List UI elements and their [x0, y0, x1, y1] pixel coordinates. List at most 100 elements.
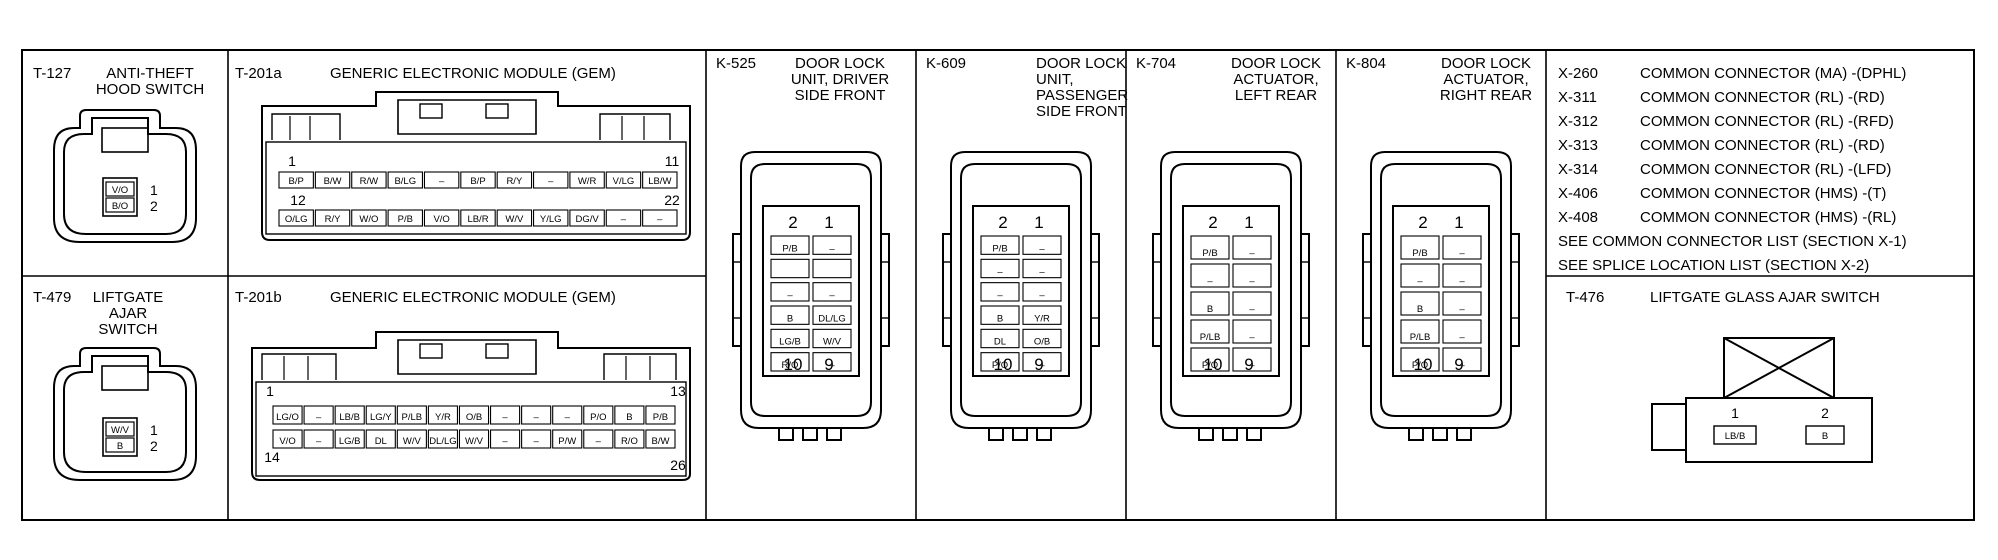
- pin-cell: [489, 405, 521, 425]
- pin-cell: [552, 429, 583, 449]
- panel-k609: K-609 DOOR LOCK UNIT, PASSENGER SIDE FRO…: [926, 55, 1128, 441]
- common-connector-list: X-260 COMMON CONNECTOR (MA) -(DPHL) X-31…: [1558, 65, 1907, 274]
- pin-number: 1: [1034, 213, 1043, 232]
- pin-wire-color: P/B: [398, 214, 413, 225]
- panel-t127: T-127 ANTI-THEFT HOOD SWITCH V/O B/O 1 2: [33, 65, 204, 243]
- pin-wire-color: –: [316, 412, 322, 423]
- pin-cell: [278, 171, 314, 189]
- pin-number: 1: [1244, 213, 1253, 232]
- pin-cell: [1400, 263, 1440, 288]
- list-item-code: X-314: [1558, 161, 1598, 178]
- pin-wire-color: P/B: [992, 243, 1007, 254]
- pin-cell: [642, 171, 678, 189]
- pin-cell: [552, 405, 583, 425]
- pin-wire-color: –: [1459, 332, 1465, 343]
- pin-number: 10: [784, 355, 803, 374]
- pin-wire-color: Y/R: [435, 412, 451, 423]
- pin-cell: [387, 171, 424, 189]
- pin-wire-color: –: [1417, 276, 1423, 287]
- pin-wire-color: V/LG: [613, 176, 635, 187]
- pin-wire-color: B: [1822, 431, 1828, 442]
- pin-wire-color: DL: [994, 337, 1006, 348]
- pin-wire-color: –: [1249, 248, 1255, 259]
- connector-title-line: SWITCH: [98, 321, 157, 338]
- pin-cell: [1442, 291, 1482, 316]
- panel-t201b: T-201b GENERIC ELECTRONIC MODULE (GEM) 1…: [235, 289, 691, 481]
- pin-cell: [812, 352, 852, 372]
- pin-wire-color: W/V: [823, 337, 842, 348]
- pin-number: 2: [1418, 213, 1427, 232]
- switch-connector-shape: [1651, 337, 1873, 463]
- pin-wire-color: R/O: [621, 436, 638, 447]
- pin-number: 2: [150, 198, 158, 214]
- connector-title-line: PASSENGER: [1036, 87, 1128, 104]
- connector-title: GENERIC ELECTRONIC MODULE (GEM): [330, 65, 616, 82]
- pin-wire-color: –: [997, 267, 1003, 278]
- pin-cell: [645, 429, 676, 449]
- pin-wire-color: LB/W: [648, 176, 671, 187]
- pin-cell: [614, 429, 645, 449]
- pin-cell: [1400, 347, 1440, 372]
- pin-cell: [458, 429, 490, 449]
- pin-cell: [532, 209, 569, 227]
- connector-code: K-704: [1136, 55, 1176, 72]
- pin-wire-color: P/LB: [1200, 332, 1221, 343]
- connector-title-line: AJAR: [109, 305, 148, 322]
- pin-wire-color: –: [787, 290, 793, 301]
- pin-wire-color: –: [1459, 248, 1465, 259]
- pin-cell: [1232, 319, 1272, 344]
- pin-wire-color: –: [439, 176, 445, 187]
- pin-cell: [365, 405, 396, 425]
- pin-wire-color: B/O: [112, 201, 128, 212]
- pin-wire-color: –: [502, 412, 508, 423]
- pin-wire-color: –: [1039, 290, 1045, 301]
- connector-code: T-476: [1566, 289, 1604, 306]
- connector-title: GENERIC ELECTRONIC MODULE (GEM): [330, 289, 616, 306]
- pin-wire-color: W/R: [578, 176, 597, 187]
- list-item-code: X-260: [1558, 65, 1598, 82]
- pin-cell: [642, 209, 678, 227]
- pin-cell: [1190, 263, 1230, 288]
- connector-title-line: HOOD SWITCH: [96, 81, 204, 98]
- pin-cell: [532, 171, 569, 189]
- pin-cell: [980, 352, 1020, 372]
- pin-number: 2: [150, 438, 158, 454]
- pin-wire-color: –: [829, 243, 835, 254]
- list-item-code: X-312: [1558, 113, 1598, 130]
- pin-wire-color: P/B: [782, 243, 797, 254]
- pin-cell: [812, 282, 852, 302]
- pin-wire-color: –: [1459, 276, 1465, 287]
- panel-t479: T-479 LIFTGATE AJAR SWITCH W/V B 1 2: [33, 289, 197, 481]
- pin-cell: [1232, 347, 1272, 372]
- pin-cell: [1022, 258, 1062, 279]
- outer-frame: [21, 49, 1975, 521]
- pin-wire-color: R/Y: [506, 176, 523, 187]
- pin-wire-color: LG/Y: [370, 412, 392, 423]
- module-connector-shape: [251, 331, 691, 481]
- connector-code: K-609: [926, 55, 966, 72]
- pin-wire-color: O/B: [1034, 337, 1050, 348]
- pin-wire-color: B/P: [289, 176, 304, 187]
- switch-connector-shape: [53, 109, 197, 243]
- pin-cell: [314, 171, 351, 189]
- pin-wire-color: –: [1039, 360, 1045, 371]
- pin-cell: [334, 429, 365, 449]
- pin-number: 9: [1034, 355, 1043, 374]
- pin-cell: [770, 258, 810, 279]
- pin-number: 10: [1414, 355, 1433, 374]
- pin-cell: [1442, 319, 1482, 344]
- pin-cell: [272, 405, 303, 425]
- pin-cell: [583, 429, 614, 449]
- pin-cell: [458, 405, 490, 425]
- pin-wire-color: –: [1459, 360, 1465, 371]
- pin-wire-color: P/W: [558, 436, 576, 447]
- pin-wire-color: P/B: [1202, 248, 1217, 259]
- pin-wire-color: P/O: [1202, 360, 1218, 371]
- pin-cell: [812, 328, 852, 349]
- pin-wire-color: –: [829, 290, 835, 301]
